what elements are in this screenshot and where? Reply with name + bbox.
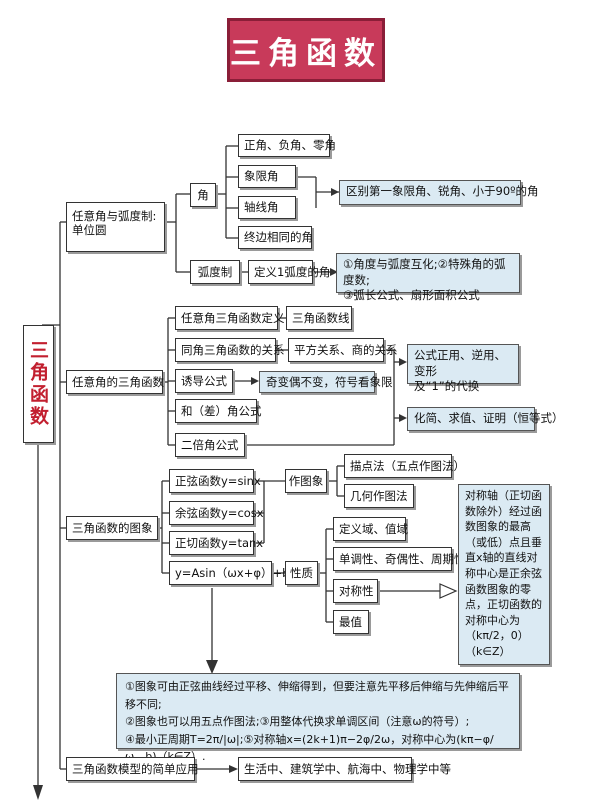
node-arbitrary-trig: 任意角的三角函数	[66, 370, 164, 394]
page-title: 三角函数	[227, 18, 385, 82]
node-properties: 性质	[285, 561, 318, 585]
note-radian: ①角度与弧度互化;②特殊角的弧度数; ③弧长公式、扇形面积公式	[336, 253, 520, 302]
node-func: 正弦函数y=sinx	[169, 469, 261, 493]
note-quadrant: 区别第一象限角、锐角、小于90º的角	[339, 180, 539, 205]
node-func: y=Asin（ωx+φ）+b	[169, 561, 289, 585]
node-radian-def: 定义1弧度的角	[248, 260, 330, 284]
node-relations: 平方关系、商的关系	[288, 338, 398, 362]
note-simplify: 化简、求值、证明（恒等式）	[407, 407, 564, 431]
note-formula-use: 公式正用、逆用、变形 及“1”的代换	[407, 344, 519, 393]
node-func: 余弦函数y=cosx	[169, 501, 264, 525]
node-angle-type: 轴线角	[238, 196, 296, 219]
node-angle-radian: 任意角与弧度制: 单位圆	[66, 202, 165, 252]
node-trig-model: 三角函数模型的简单应用	[66, 757, 199, 781]
node-trig-graph: 三角函数的图象	[66, 516, 158, 540]
node-trig-item: 诱导公式	[175, 369, 233, 393]
node-trig-item: 任意角三角函数定义	[175, 306, 285, 330]
node-trig-line: 三角函数线	[286, 306, 352, 330]
node-prop-item: 最值	[333, 610, 369, 634]
node-prop-item: 定义域、值域	[333, 517, 408, 541]
node-trig-item: 和（差）角公式	[175, 399, 262, 423]
root-node: 三角函数	[23, 325, 54, 443]
node-prop-item: 单调性、奇偶性、周期性	[333, 547, 466, 571]
node-applications: 生活中、建筑学中、航海中、物理学中等	[238, 757, 451, 781]
node-draw-method: 描点法（五点作图法）	[344, 454, 465, 478]
node-angle: 角	[190, 183, 216, 207]
node-draw-graph: 作图象	[285, 469, 327, 493]
note-symmetry: 对称轴（正切函数除外）经过函数图象的最高（或低）点且垂直x轴的直线对称中心是正余…	[458, 484, 550, 665]
note-induction: 奇变偶不变，符号看象限	[259, 371, 393, 393]
node-trig-item: 同角三角函数的关系	[175, 338, 285, 362]
node-angle-type: 正角、负角、零角	[238, 134, 336, 157]
node-func: 正切函数y=tanx	[169, 531, 263, 555]
node-draw-method: 几何作图法	[344, 484, 414, 508]
node-angle-type: 终边相同的角	[238, 226, 313, 249]
note-graph-transform: ①图象可由正弦曲线经过平移、伸缩得到，但要注意先平移后伸缩与先伸缩后平移不同; …	[116, 673, 520, 763]
node-prop-item: 对称性	[333, 579, 378, 603]
node-angle-type: 象限角	[238, 165, 296, 188]
node-radian: 弧度制	[190, 260, 240, 284]
node-trig-item: 二倍角公式	[175, 433, 245, 457]
